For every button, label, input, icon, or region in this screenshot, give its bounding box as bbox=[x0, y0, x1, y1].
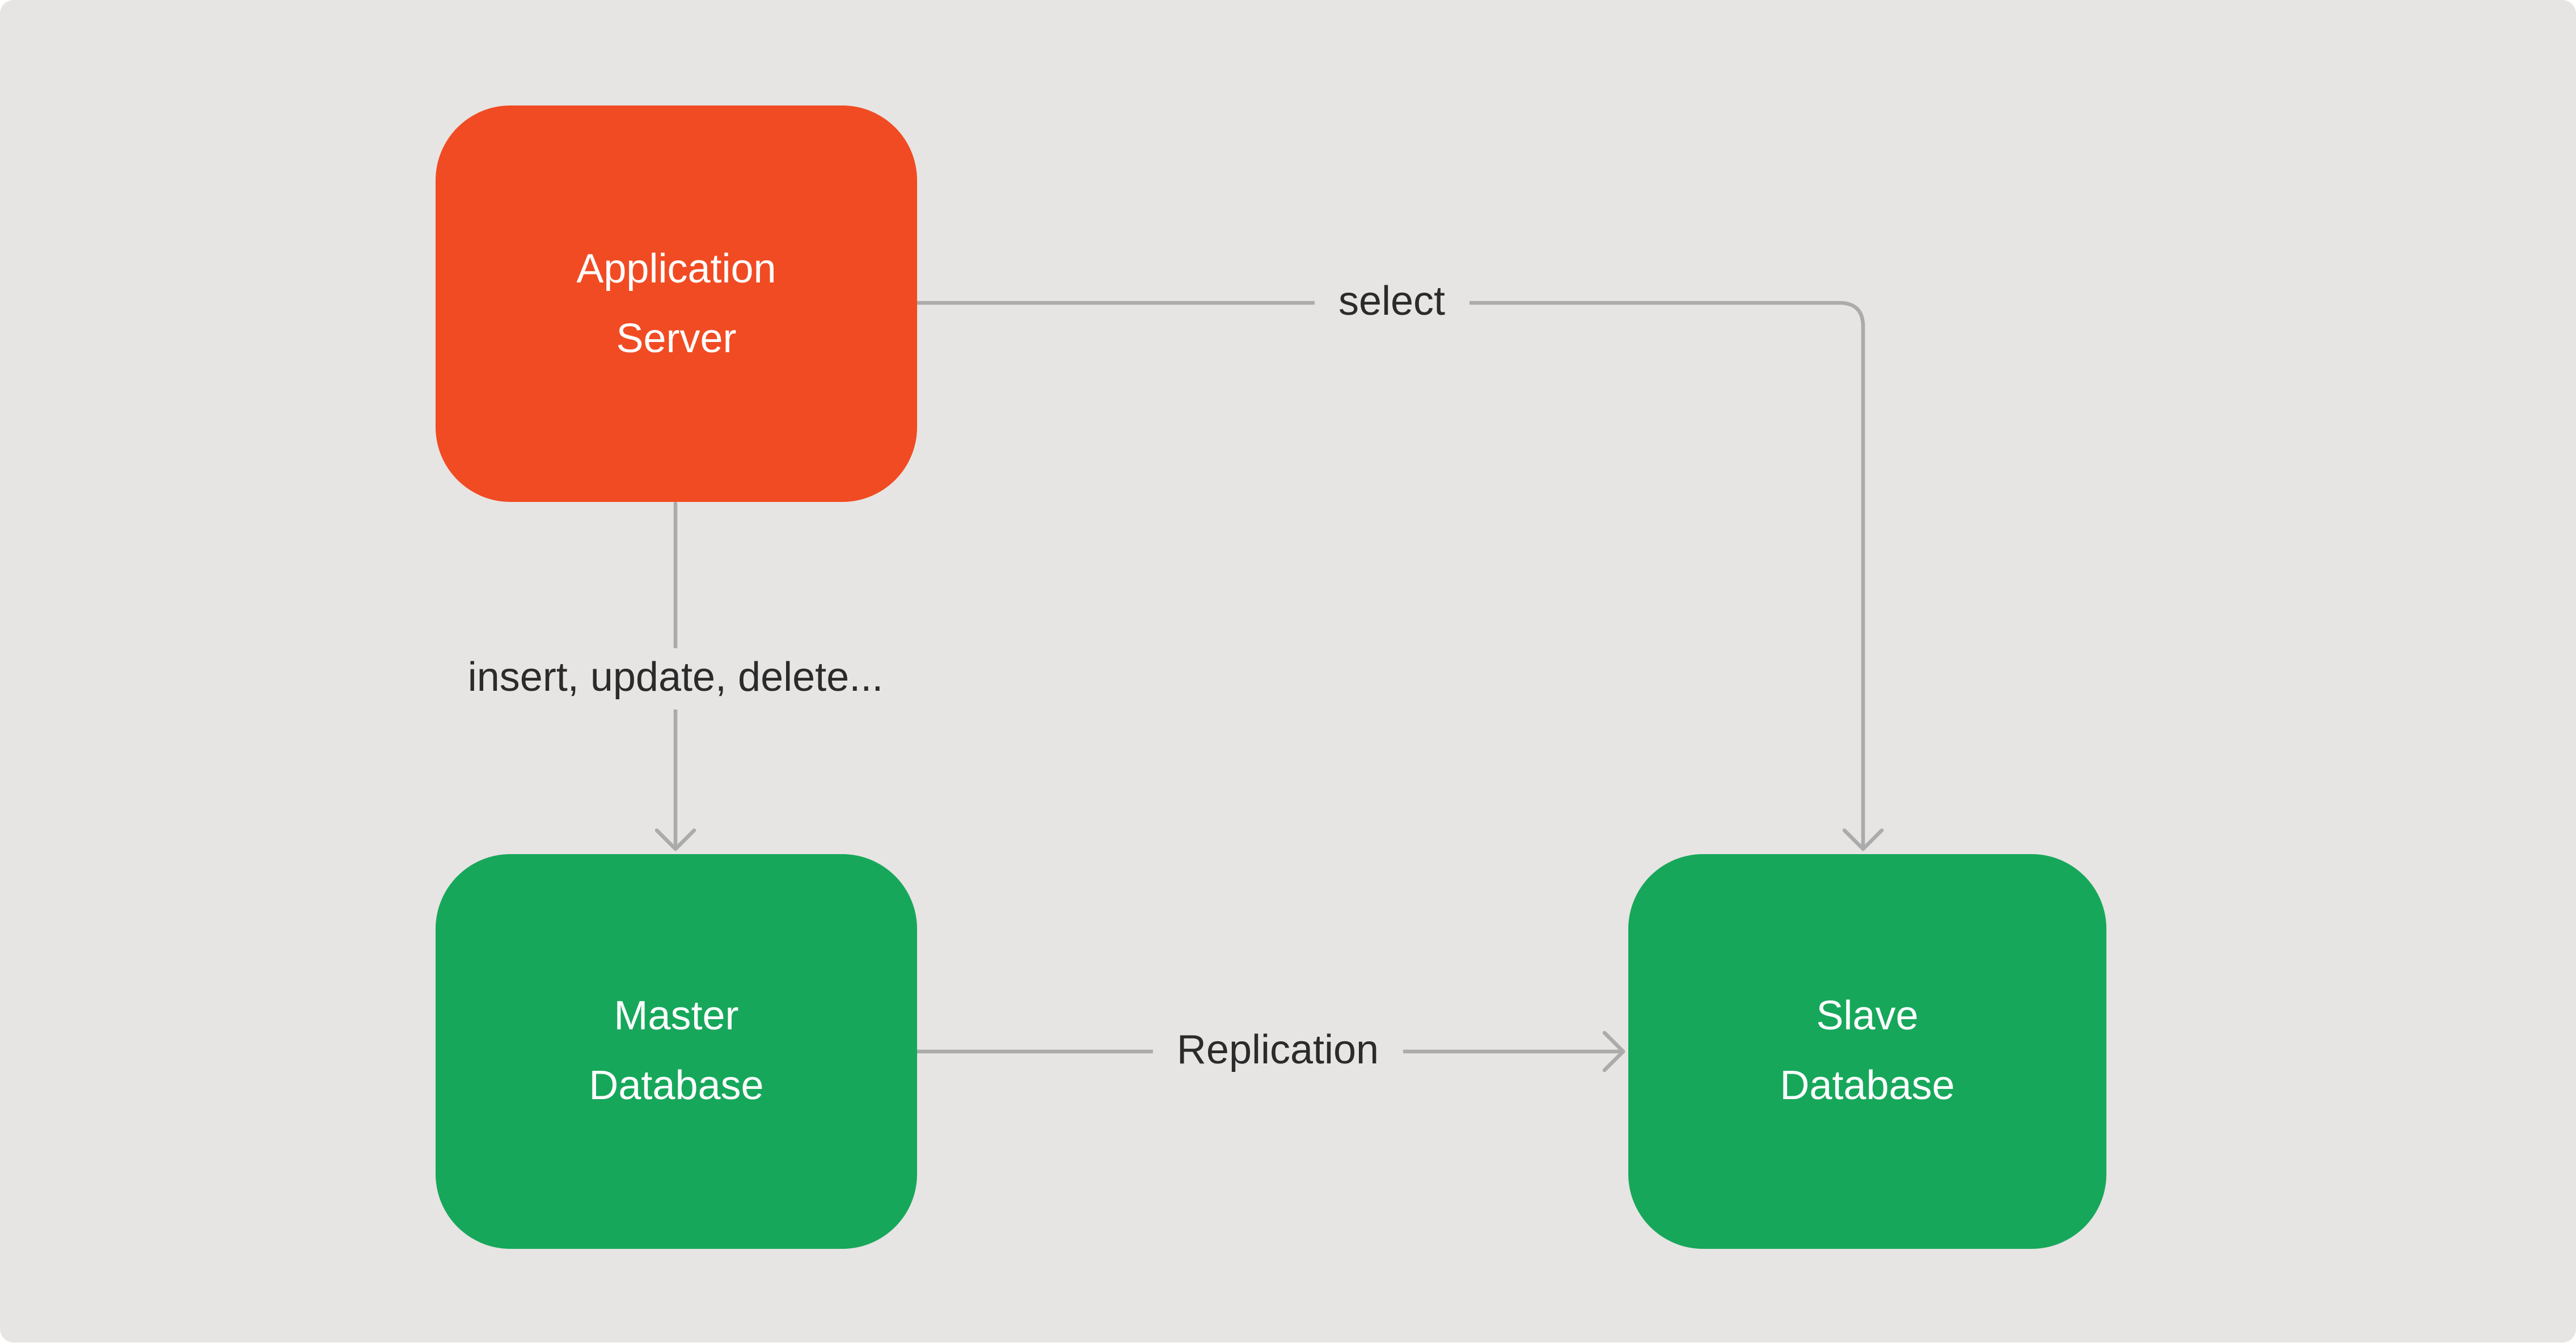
edge-select-line bbox=[915, 301, 1865, 851]
node-label-line: Database bbox=[589, 1063, 764, 1109]
edge-label-select: select bbox=[1314, 272, 1469, 333]
edge-select-arrowhead-icon bbox=[1842, 828, 1884, 851]
node-label-line: Master bbox=[614, 994, 739, 1040]
node-label-line: Database bbox=[1780, 1063, 1955, 1109]
node-master-database: Master Database bbox=[436, 854, 917, 1249]
edge-replication-arrowhead-icon bbox=[1602, 1031, 1625, 1072]
node-application-server: Application Server bbox=[436, 105, 917, 502]
node-slave-database: Slave Database bbox=[1628, 854, 2106, 1249]
node-label-line: Server bbox=[616, 315, 737, 362]
node-label-line: Application bbox=[576, 246, 776, 292]
edge-label-insert-update-delete: insert, update, delete... bbox=[444, 648, 907, 709]
edge-label-replication: Replication bbox=[1152, 1021, 1403, 1082]
node-label-line: Slave bbox=[1816, 994, 1919, 1040]
edge-writes-arrowhead-icon bbox=[654, 828, 696, 851]
